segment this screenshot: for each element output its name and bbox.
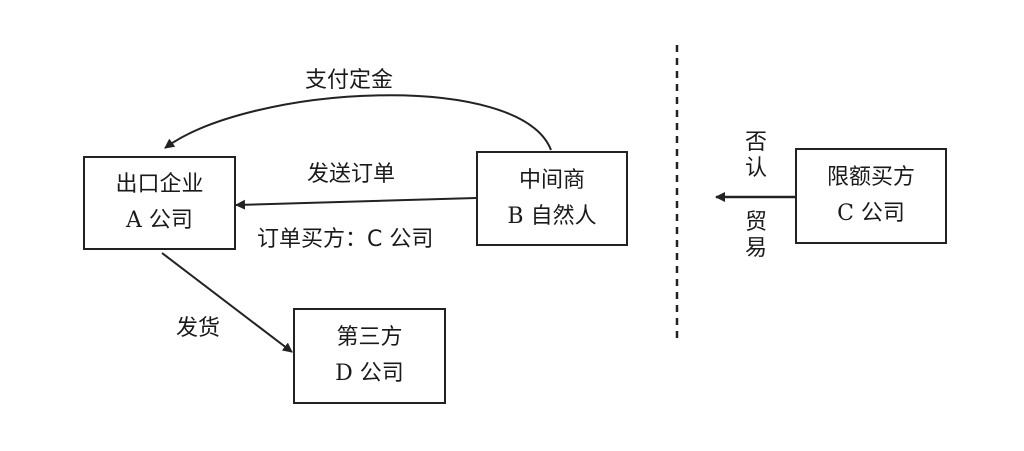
middleman-name: 中间商 (518, 167, 585, 193)
ship-arrow (161, 252, 293, 353)
ship-label: 发货 (176, 316, 221, 341)
third-party-name: 第三方 (336, 325, 403, 350)
third-party-d-box: 第三方 D 公司 (293, 308, 446, 404)
exporter-company-label: A 公司 (126, 208, 193, 233)
middleman-person-label: B 自然人 (507, 203, 597, 229)
deny-label: 否认 (744, 130, 767, 181)
send-order-label: 发送订单 (307, 162, 396, 187)
pay-deposit-arrow (164, 94, 552, 151)
trade-label: 贸易 (744, 210, 767, 261)
exporter-name: 出口企业 (115, 172, 204, 197)
restricted-buyer-c-box: 限额买方 C 公司 (795, 148, 947, 244)
restricted-buyer-name: 限额买方 (826, 165, 915, 190)
send-order-arrow (235, 197, 477, 210)
pay-deposit-label: 支付定金 (305, 68, 394, 93)
order-buyer-label: 订单买方：C 公司 (257, 227, 434, 252)
third-party-company-label: D 公司 (335, 361, 404, 386)
exporter-company-a-box: 出口企业 A 公司 (83, 156, 236, 250)
restricted-buyer-company-label: C 公司 (837, 201, 905, 226)
middleman-b-box: 中间商 B 自然人 (476, 151, 628, 246)
